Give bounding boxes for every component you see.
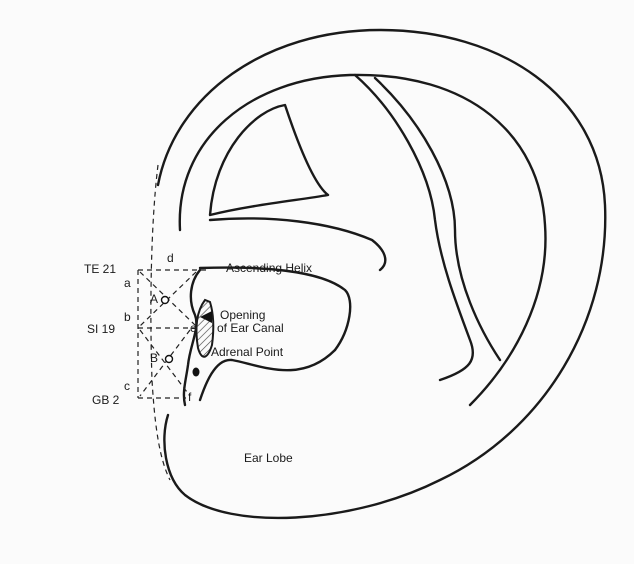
label-f: f (188, 391, 191, 404)
label-e: e (190, 322, 197, 335)
point-b-marker (166, 356, 173, 363)
reference-dashed-contour (151, 165, 170, 480)
label-point-a: A (150, 293, 158, 306)
upper-crus (210, 105, 328, 215)
label-si19: SI 19 (87, 323, 115, 336)
point-a-marker (162, 297, 169, 304)
label-b: b (124, 311, 131, 324)
adrenal-point-dot (193, 368, 200, 377)
label-ear-lobe: Ear Lobe (244, 452, 293, 465)
label-a: a (124, 277, 131, 290)
label-c: c (124, 380, 130, 393)
label-point-b: B (150, 352, 158, 365)
label-ascending-helix: Ascending Helix (226, 262, 312, 275)
label-te21: TE 21 (84, 263, 116, 276)
label-gb2: GB 2 (92, 394, 119, 407)
label-opening-line2: of Ear Canal (217, 322, 284, 335)
label-adrenal-point: Adrenal Point (211, 346, 283, 359)
label-d: d (167, 252, 174, 265)
